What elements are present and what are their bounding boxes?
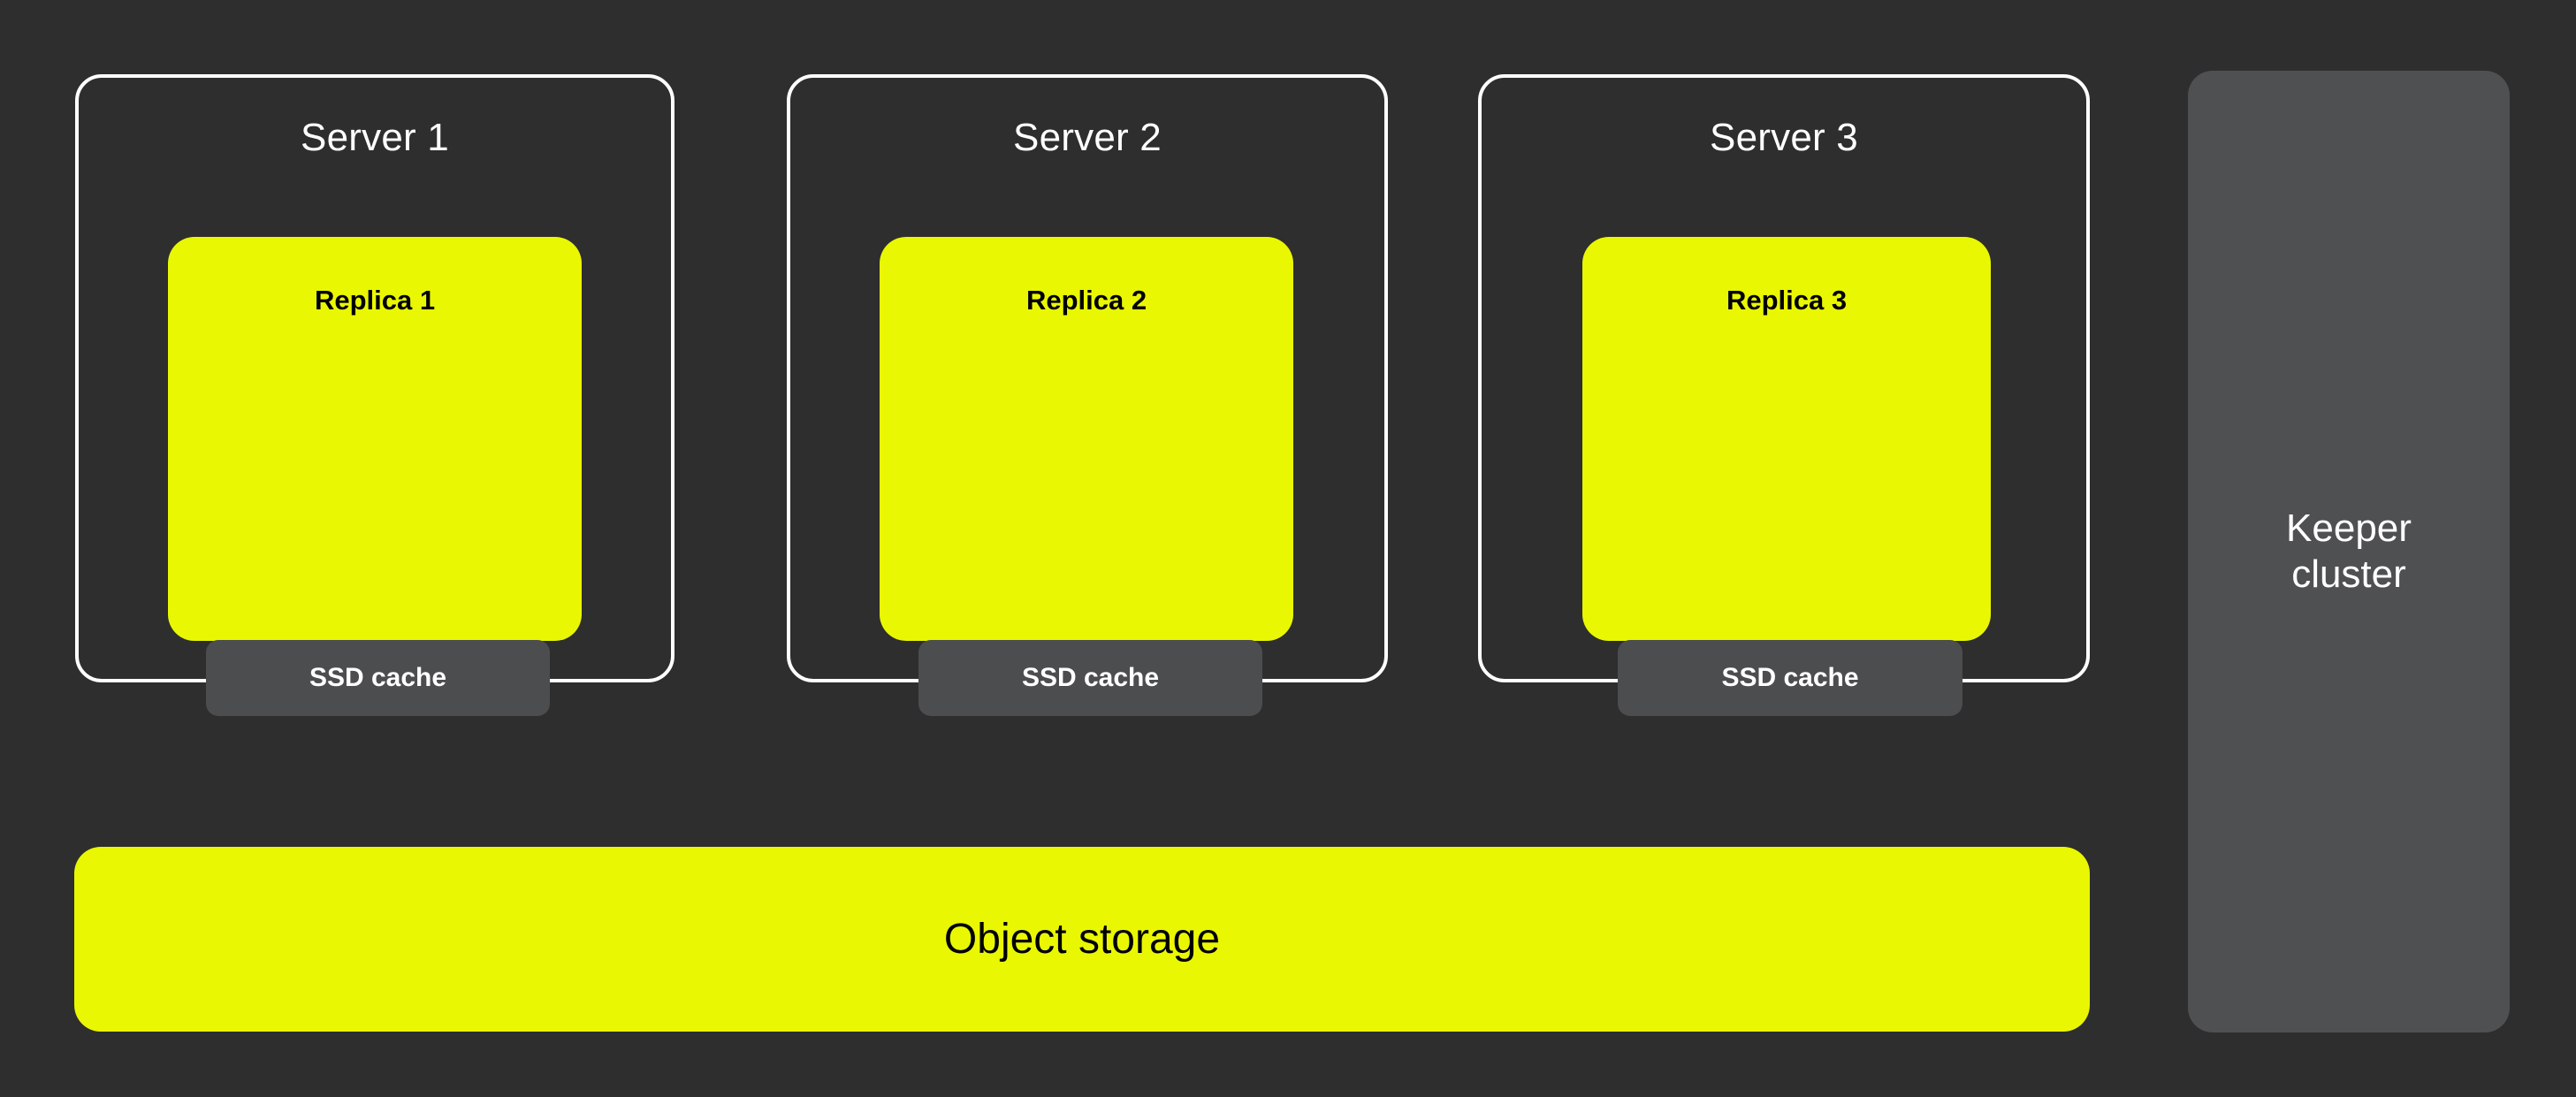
object-storage-box: Object storage <box>74 847 2090 1032</box>
keeper-cluster-label: Keeper cluster <box>2286 507 2412 596</box>
ssd-cache-box-1: SSD cache <box>206 640 550 716</box>
ssd-cache-label-3: SSD cache <box>1721 663 1859 692</box>
server-title-3: Server 3 <box>1710 116 1858 159</box>
ssd-cache-label-2: SSD cache <box>1021 663 1160 692</box>
replica-box-2: Replica 2 <box>880 237 1293 641</box>
replica-label-2: Replica 2 <box>1025 285 1147 316</box>
replica-box-1: Replica 1 <box>168 237 582 641</box>
server-title-2: Server 2 <box>1013 116 1162 159</box>
server-title-1: Server 1 <box>301 116 449 159</box>
replica-label-1: Replica 1 <box>314 285 436 316</box>
ssd-cache-box-2: SSD cache <box>918 640 1262 716</box>
ssd-cache-label-1: SSD cache <box>309 663 447 692</box>
replica-box-3: Replica 3 <box>1582 237 1991 641</box>
keeper-cluster-panel: Keeper cluster <box>2188 71 2510 1032</box>
ssd-cache-box-3: SSD cache <box>1618 640 1962 716</box>
object-storage-label: Object storage <box>943 915 1221 963</box>
replica-label-3: Replica 3 <box>1726 285 1848 316</box>
